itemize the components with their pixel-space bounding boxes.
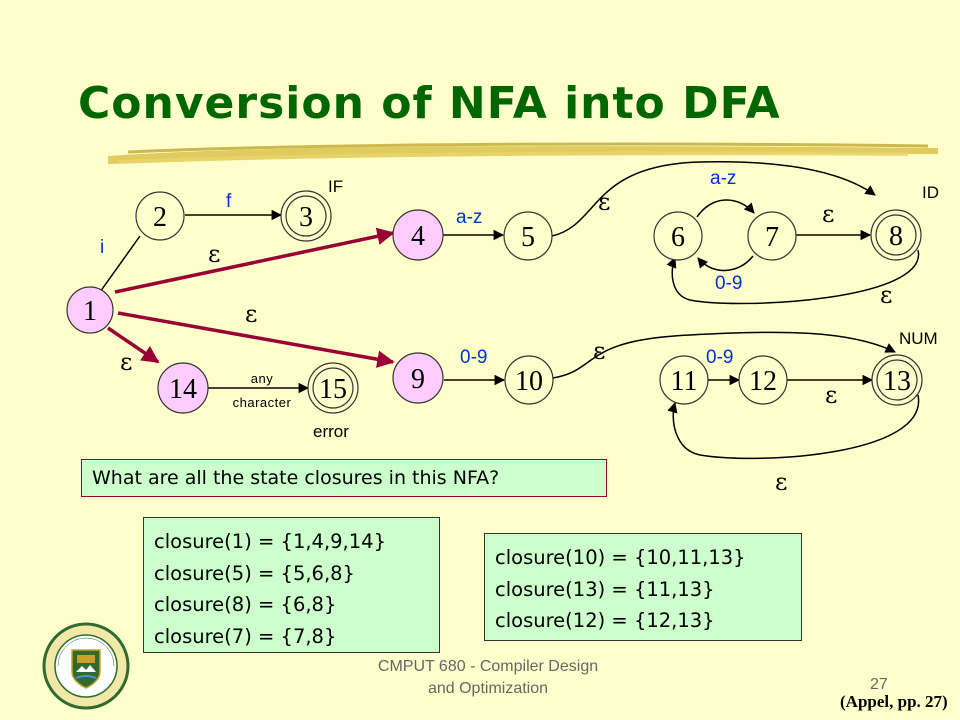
edge-5-8 <box>551 161 876 237</box>
closure-question-box: What are all the state closures in this … <box>81 459 607 497</box>
slide-page-number: 27 <box>870 676 888 693</box>
edge-10-13 <box>552 331 896 379</box>
svg-text:12: 12 <box>749 366 777 397</box>
edge-7-6 <box>697 255 754 272</box>
state-4: 4 <box>392 209 444 261</box>
edge-8-6 <box>666 249 919 305</box>
label-edge-5-8: ε <box>598 188 610 216</box>
svg-text:2: 2 <box>153 202 167 233</box>
closure-line: closure(12) = {12,13} <box>495 609 715 632</box>
state-5: 5 <box>503 211 553 261</box>
edge-1-2 <box>99 235 141 293</box>
label-edge-14-15-line1: any <box>251 371 273 386</box>
token-label-id: ID <box>922 183 939 202</box>
label-edge-11-12: 0-9 <box>706 347 733 368</box>
closure-line: closure(7) = {7,8} <box>154 624 337 648</box>
closure-line: closure(5) = {5,6,8} <box>154 561 355 585</box>
state-3-accepting: 3 <box>280 190 332 242</box>
svg-text:6: 6 <box>671 222 685 253</box>
label-edge-13-11: ε <box>775 468 787 496</box>
nfa-edges <box>99 161 920 460</box>
svg-text:7: 7 <box>765 222 779 253</box>
label-edge-2-3: f <box>226 191 232 212</box>
svg-text:1: 1 <box>83 296 97 327</box>
state-8-accepting: 8 <box>870 209 922 261</box>
token-label-if: IF <box>328 177 343 196</box>
state-7: 7 <box>747 211 797 261</box>
edge-1-14 <box>107 326 160 364</box>
closure-line: closure(10) = {10,11,13} <box>495 546 746 569</box>
state-1: 1 <box>66 286 114 334</box>
title-underline-swoosh <box>108 142 938 164</box>
edge-13-11 <box>667 394 920 460</box>
svg-text:3: 3 <box>299 202 313 233</box>
edge-1-9 <box>117 311 395 368</box>
label-edge-1-14: ε <box>120 348 132 376</box>
token-label-error: error <box>313 422 349 441</box>
state-10: 10 <box>504 355 554 405</box>
state-2: 2 <box>135 191 185 241</box>
university-seal-logo <box>42 622 130 710</box>
svg-text:5: 5 <box>521 222 535 253</box>
nfa-states: 1 2 3 4 5 6 <box>66 190 923 414</box>
state-11: 11 <box>659 355 709 405</box>
state-15-accepting: 15 <box>307 362 359 414</box>
state-9: 9 <box>392 352 444 404</box>
label-edge-1-2: i <box>100 237 104 258</box>
label-edge-6-7: a-z <box>710 168 736 189</box>
label-edge-4-5: a-z <box>456 207 482 228</box>
token-labels: IF ID NUM error <box>313 177 939 441</box>
footer-course-line2: and Optimization <box>427 680 549 697</box>
closure-line: closure(8) = {6,8} <box>154 593 337 616</box>
label-edge-12-13: ε <box>825 381 837 409</box>
svg-text:10: 10 <box>515 366 543 397</box>
slide-title: Conversion of NFA into DFA <box>78 78 781 129</box>
svg-text:9: 9 <box>411 364 425 395</box>
closure-line: closure(1) = {1,4,9,14} <box>154 530 386 553</box>
footer-course-line1: CMPUT 680 - Compiler Design <box>377 658 599 675</box>
svg-text:13: 13 <box>883 366 911 397</box>
label-edge-7-8: ε <box>822 200 834 228</box>
edge-labels: i f ε a-z ε a-z 0-9 ε ε ε 0-9 ε 0-9 ε ε … <box>100 168 892 496</box>
state-6: 6 <box>653 211 703 261</box>
label-edge-1-9: ε <box>245 300 257 328</box>
label-edge-14-15-line2: character <box>233 395 292 410</box>
state-13-accepting: 13 <box>871 354 923 406</box>
state-14: 14 <box>157 362 209 414</box>
slide-reference: (Appel, pp. 27) <box>840 692 948 711</box>
svg-text:14: 14 <box>169 374 197 405</box>
state-12: 12 <box>738 355 788 405</box>
label-edge-7-6: 0-9 <box>715 273 742 294</box>
closure-line: closure(13) = {11,13} <box>495 577 715 601</box>
edge-1-4 <box>114 227 395 294</box>
label-edge-10-13: ε <box>593 337 605 365</box>
edge-6-7 <box>696 199 755 218</box>
label-edge-1-4: ε <box>208 240 220 268</box>
token-label-num: NUM <box>899 329 938 348</box>
svg-text:15: 15 <box>319 374 347 405</box>
closures-box-left: closure(1) = {1,4,9,14} closure(5) = {5,… <box>143 517 440 653</box>
svg-text:8: 8 <box>889 221 903 252</box>
slide-footer: CMPUT 680 - Compiler Design and Optimiza… <box>318 656 658 700</box>
svg-text:4: 4 <box>411 221 425 252</box>
svg-text:11: 11 <box>671 366 698 397</box>
closures-box-right: closure(10) = {10,11,13} closure(13) = {… <box>484 533 802 641</box>
label-edge-8-6: ε <box>880 281 892 309</box>
label-edge-9-10: 0-9 <box>460 347 487 368</box>
